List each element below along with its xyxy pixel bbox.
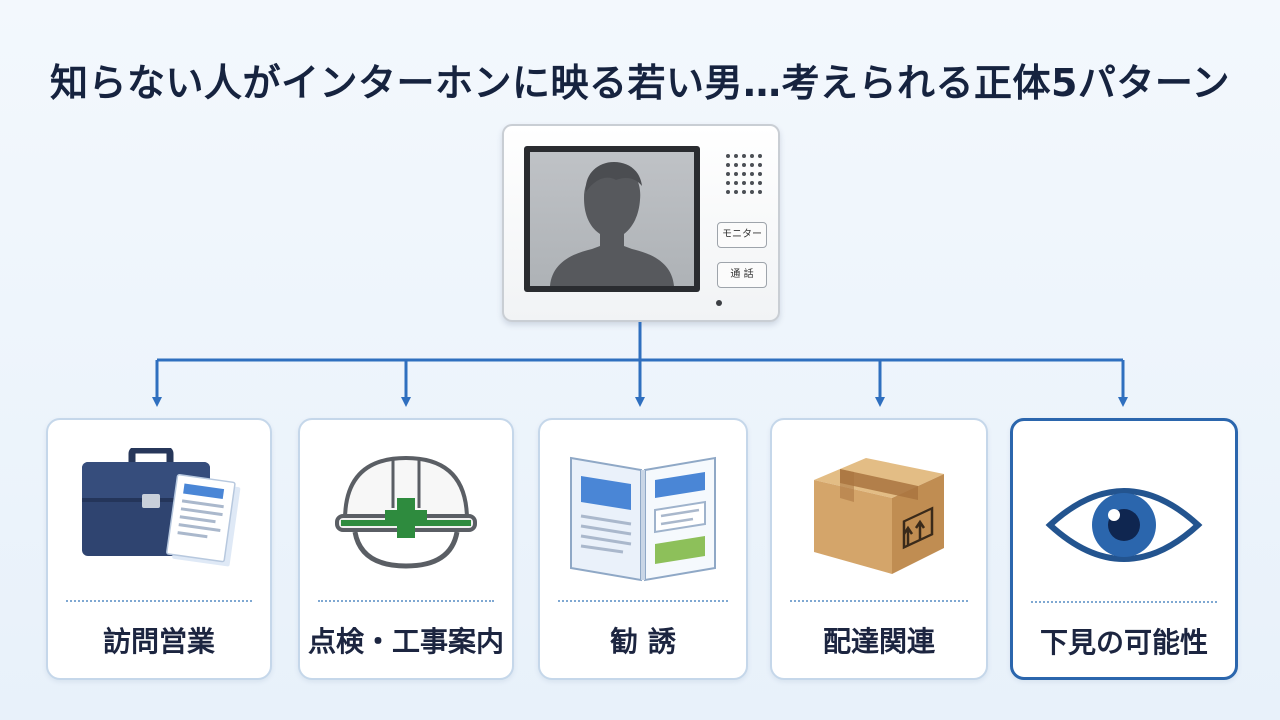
- pattern-card-delivery: 配達関連: [770, 418, 988, 680]
- hardhat-icon: [335, 455, 477, 569]
- package-box-icon: [814, 458, 944, 574]
- brochure-icon: [570, 456, 716, 582]
- speaker-grille-icon: [726, 154, 762, 194]
- pattern-label: 配達関連: [822, 625, 935, 658]
- intercom-monitor: モニター 通 話: [502, 124, 780, 322]
- status-led: [716, 300, 722, 306]
- talk-button[interactable]: 通 話: [717, 262, 767, 288]
- person-silhouette-icon: [550, 162, 674, 286]
- pattern-card-solicitation: 勧 誘: [538, 418, 748, 680]
- pattern-label: 勧 誘: [610, 625, 676, 658]
- eye-icon: [1045, 488, 1203, 562]
- intercom-screen: [530, 152, 694, 286]
- pattern-card-inspection: 点検・工事案内: [298, 418, 514, 680]
- card-divider: [558, 600, 728, 602]
- monitor-button[interactable]: モニター: [717, 222, 767, 248]
- pattern-label: 点検・工事案内: [307, 625, 504, 658]
- briefcase-icon: [82, 448, 241, 567]
- card-divider: [66, 600, 252, 602]
- card-divider: [790, 600, 968, 602]
- card-divider: [318, 600, 494, 602]
- intercom-screen-frame: [524, 146, 700, 292]
- page-title: 知らない人がインターホンに映る若い男…考えられる正体5パターン: [49, 61, 1231, 105]
- pattern-card-sales: 訪問営業: [46, 418, 272, 680]
- pattern-card-reconnaissance: 下見の可能性: [1010, 418, 1238, 680]
- pattern-label: 訪問営業: [102, 625, 215, 658]
- card-divider: [1031, 601, 1217, 603]
- pattern-label: 下見の可能性: [1039, 626, 1208, 659]
